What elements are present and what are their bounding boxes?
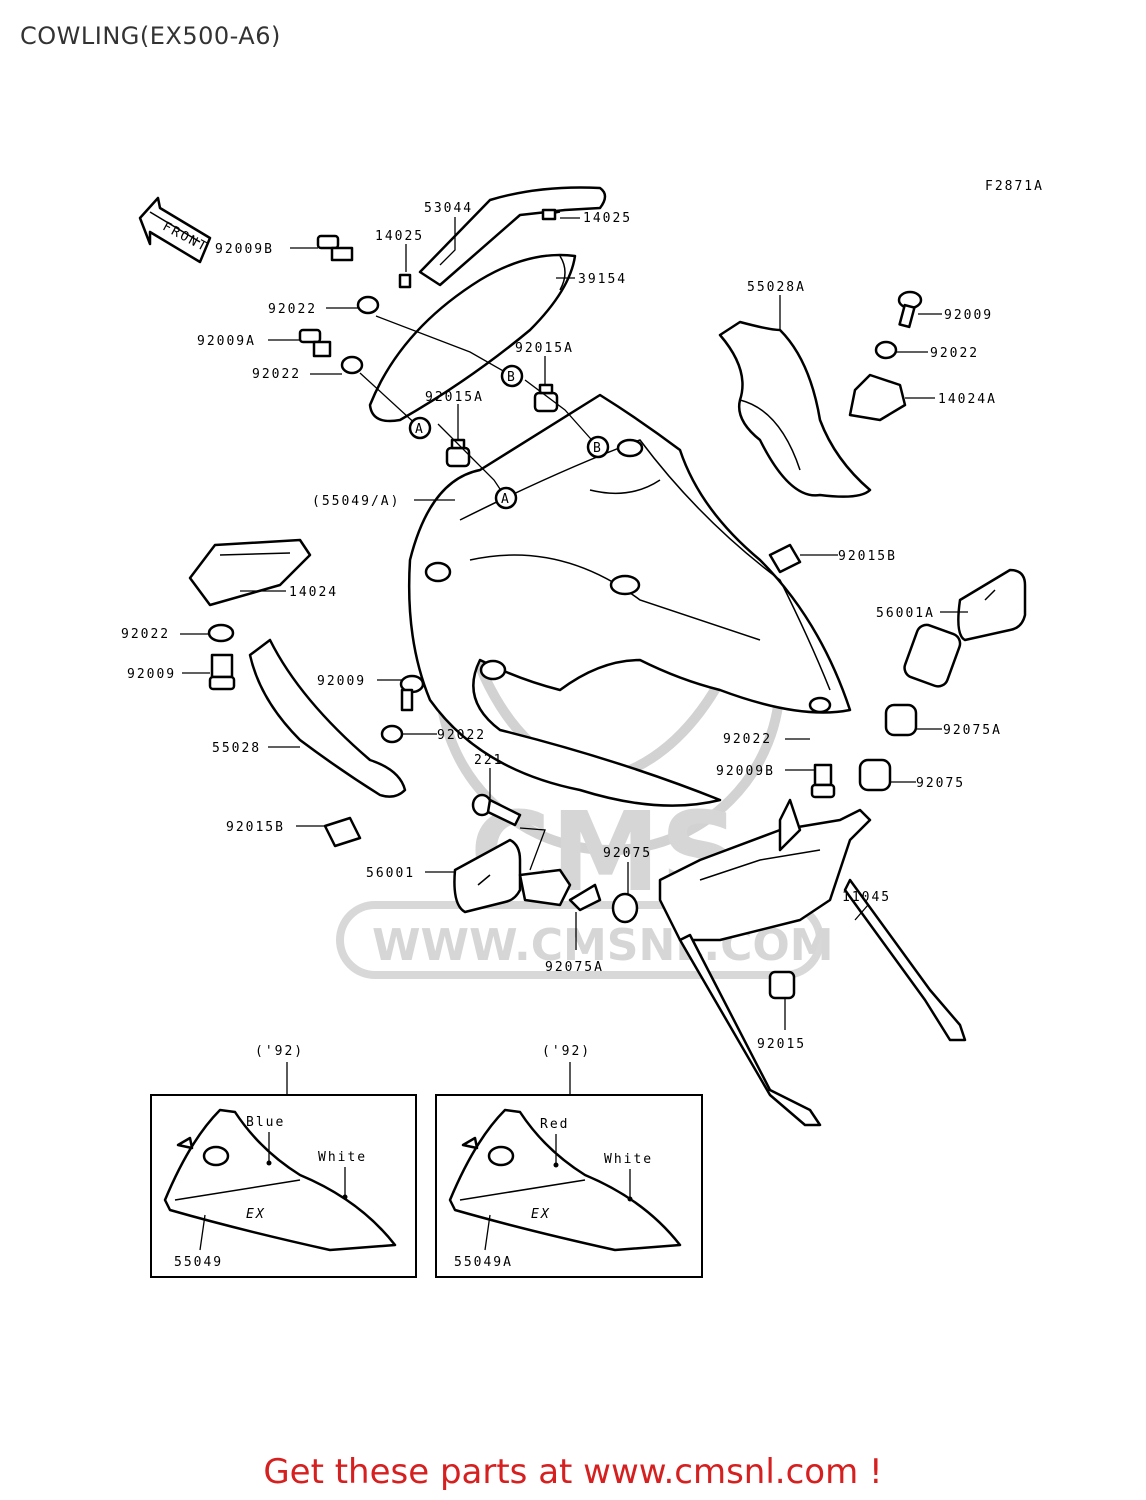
label-92009B-top: 92009B: [215, 242, 274, 257]
label-14024: 14024: [289, 585, 338, 600]
washer-92022-right: [874, 340, 898, 360]
washer-92022-low: [808, 696, 832, 714]
inset-1-year: ('92): [255, 1044, 304, 1059]
damper-92075-mid: [611, 892, 639, 924]
label-92075A-right: 92075A: [943, 723, 1002, 738]
callout-a-1: A: [415, 422, 425, 437]
inset-2-part: 55049A: [454, 1255, 513, 1270]
label-92022-b: 92022: [252, 367, 301, 382]
callout-b-2: B: [593, 441, 603, 456]
upper-cowling-55049: [407, 393, 852, 807]
label-92022-left: 92022: [121, 627, 170, 642]
label-92022-mid: 92022: [437, 728, 486, 743]
washer-92022-left: [207, 623, 235, 643]
screw-92009A: [298, 328, 332, 358]
label-92015A-left: 92015A: [425, 390, 484, 405]
label-92022-right: 92022: [930, 346, 979, 361]
windshield-39154: [368, 253, 577, 423]
grommet-92015A-right: [533, 383, 559, 413]
inset-2-emblem: EX: [531, 1207, 551, 1222]
nut-92015B-right: [768, 543, 802, 574]
inset-1-emblem: EX: [246, 1207, 266, 1222]
label-92022-a: 92022: [268, 302, 317, 317]
label-221: 221: [474, 753, 503, 768]
label-92015B-left: 92015B: [226, 820, 285, 835]
label-92009B-low: 92009B: [716, 764, 775, 779]
damper-92075A-right: [884, 703, 918, 737]
washer-92022-mid: [380, 724, 404, 744]
mirror-56001A: [903, 568, 1027, 688]
label-92009-mid: 92009: [317, 674, 366, 689]
label-55028A: 55028A: [747, 280, 806, 295]
label-14025-top: 14025: [583, 211, 632, 226]
inset-2-year: ('92): [542, 1044, 591, 1059]
inset-2-color-side: White: [604, 1152, 653, 1167]
label-92009-right: 92009: [944, 308, 993, 323]
label-92015A-right: 92015A: [515, 341, 574, 356]
label-56001: 56001: [366, 866, 415, 881]
label-55028: 55028: [212, 741, 261, 756]
label-14024A: 14024A: [938, 392, 997, 407]
inset-1-part: 55049: [174, 1255, 223, 1270]
label-53044: 53044: [424, 201, 473, 216]
screw-92009-right: [897, 290, 923, 329]
stay-11045: [658, 798, 967, 1127]
bracket-14024: [188, 538, 312, 607]
label-14025-left: 14025: [375, 229, 424, 244]
part-labels: 53044 14025 14025 92009B 39154 92022 920…: [121, 201, 1002, 1052]
inset-55049A: ('92) EX Red White 55049A: [435, 1044, 703, 1278]
damper-92075A-mid: [568, 883, 602, 912]
screw-92009-mid: [399, 674, 425, 712]
inset-1-color-side: White: [318, 1150, 367, 1165]
screw-92009B-top: [316, 234, 354, 262]
inset-55049: ('92) EX Blue White 55049: [150, 1044, 417, 1278]
damper-92075-right: [858, 758, 892, 792]
label-92015: 92015: [757, 1037, 806, 1052]
label-39154: 39154: [578, 272, 627, 287]
screw-92009B-low: [810, 763, 836, 799]
inner-panel-55028: [248, 638, 407, 798]
label-56001A: 56001A: [876, 606, 935, 621]
clip-14025-left: [398, 273, 412, 289]
label-92075-mid: 92075: [603, 846, 652, 861]
callout-b-1: B: [507, 370, 517, 385]
screw-92009-left: [208, 653, 236, 691]
inset-1-color-top: Blue: [246, 1115, 285, 1130]
clip-14025-top: [541, 208, 557, 221]
label-11045: 11045: [842, 890, 891, 905]
callout-markers: B A B A: [408, 364, 610, 510]
label-92009A: 92009A: [197, 334, 256, 349]
washer-92022-a: [356, 295, 380, 315]
inner-panel-55028A: [718, 320, 872, 498]
nut-92015B-left: [323, 816, 362, 848]
washer-92022-b: [340, 355, 364, 375]
label-55049-paren: (55049/A): [312, 494, 400, 509]
label-92009-left: 92009: [127, 667, 176, 682]
label-92075A-mid: 92075A: [545, 960, 604, 975]
nut-92015: [768, 970, 796, 1000]
label-92022-low: 92022: [723, 732, 772, 747]
inset-2-color-top: Red: [540, 1117, 569, 1132]
figure-code: F2871A: [985, 179, 1044, 194]
mirror-56001: [453, 838, 572, 914]
footer-link[interactable]: Get these parts at www.cmsnl.com !: [263, 1452, 883, 1492]
bracket-14024A: [848, 373, 907, 422]
callout-a-2: A: [501, 492, 511, 507]
front-arrow-icon: FRONT: [138, 196, 212, 264]
leader-lines: [180, 217, 968, 1030]
label-92075-right: 92075: [916, 776, 965, 791]
bolt-221: [471, 793, 522, 827]
label-92015B-right: 92015B: [838, 549, 897, 564]
page-title: COWLING(EX500-A6): [20, 22, 281, 50]
